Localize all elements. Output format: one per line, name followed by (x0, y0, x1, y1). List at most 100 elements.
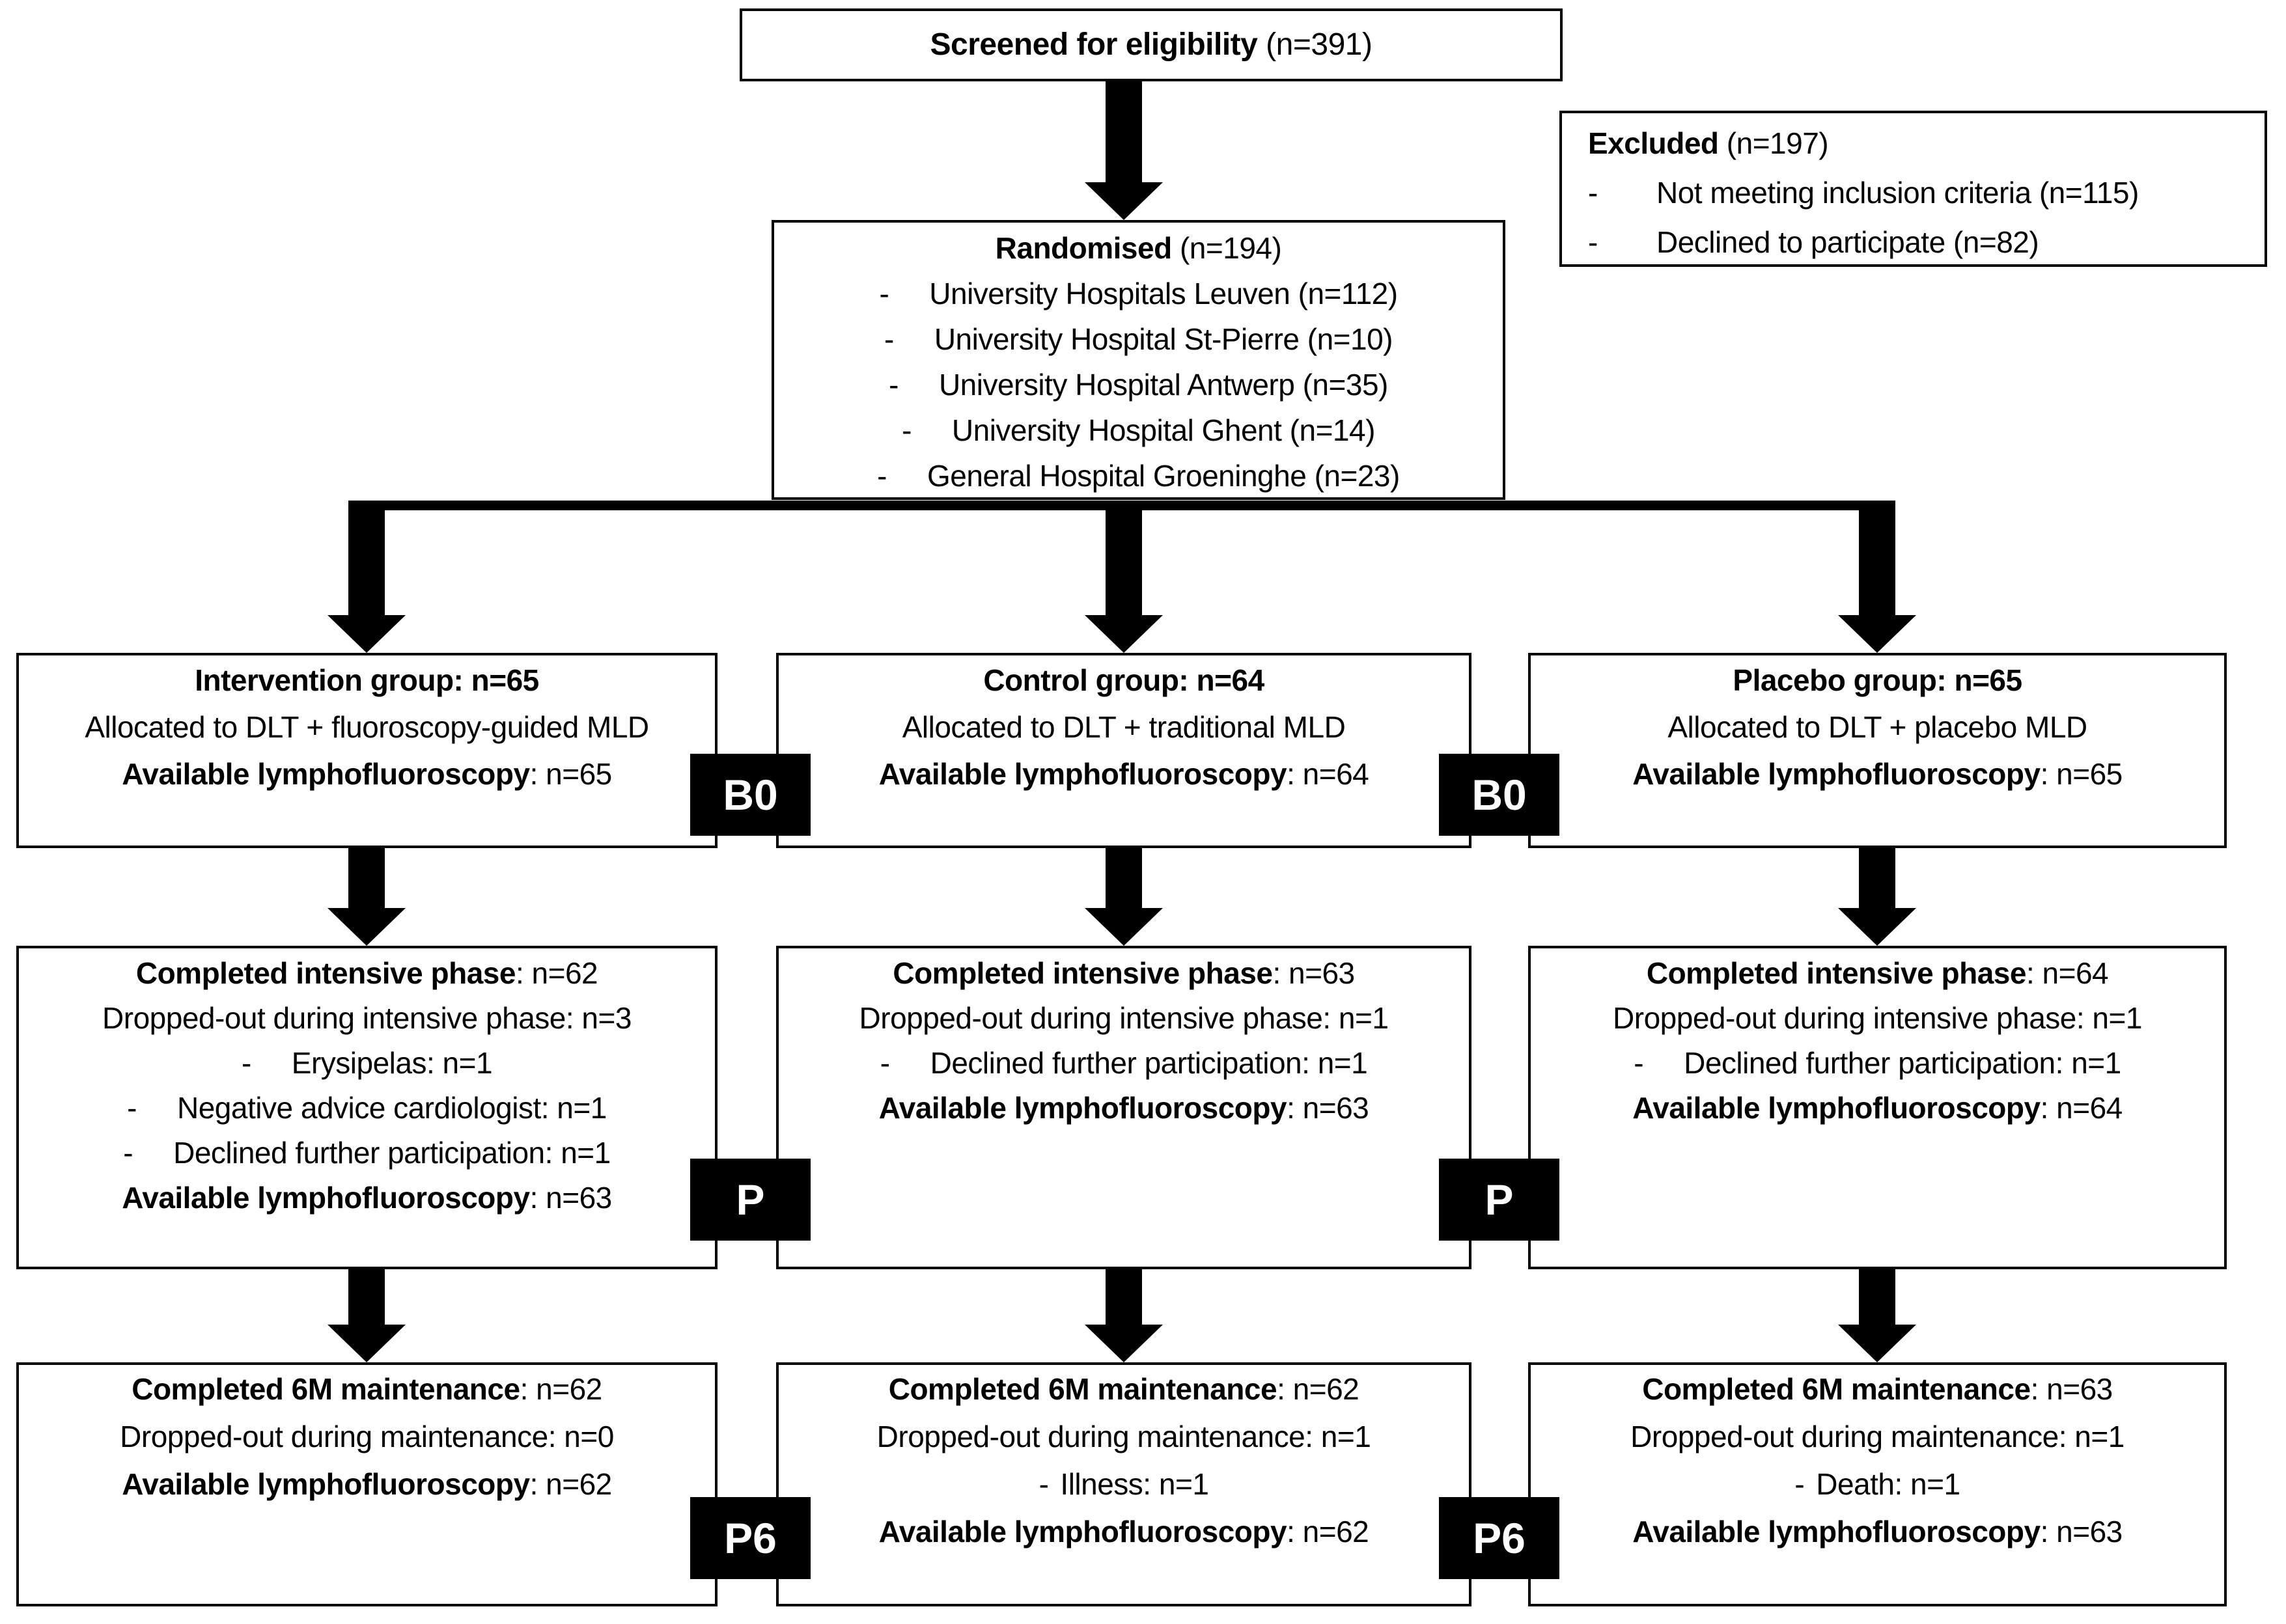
dash-icon: - (879, 277, 889, 310)
dropout-reason: - Declined further participation: n=1 (1531, 1041, 2224, 1086)
dash-icon: - (123, 1136, 133, 1170)
dash-icon: - (884, 322, 894, 356)
available-label: Available lymphofluoroscopy (878, 757, 1287, 791)
available-count: : n=63 (1287, 1091, 1369, 1125)
phase-title-bold: Completed 6M maintenance (132, 1372, 520, 1406)
phase-title: Completed intensive phase: n=62 (19, 951, 715, 996)
group-title: Control group: n=64 (983, 663, 1264, 697)
available-label: Available lymphofluoroscopy (1632, 757, 2041, 791)
phase-title-bold: Completed 6M maintenance (888, 1372, 1277, 1406)
randomised-title-count: (n=194) (1171, 231, 1282, 265)
arrow-intervention-to-intensive (328, 846, 406, 946)
dropped-line: Dropped-out during maintenance: n=1 (1630, 1420, 2125, 1453)
available-count: : n=63 (2040, 1515, 2123, 1548)
badge-p-left: P (690, 1159, 811, 1241)
dash-icon: - (1588, 225, 1598, 259)
excluded-item: -Not meeting inclusion criteria (n=115) (1588, 168, 2249, 217)
phase-title-count: : n=63 (2030, 1372, 2113, 1406)
phase-title-bold: Completed intensive phase (893, 956, 1273, 990)
screened-label-bold: Screened for eligibility (930, 27, 1258, 62)
dash-icon: - (1794, 1467, 1805, 1501)
available-label: Available lymphofluoroscopy (878, 1515, 1287, 1548)
available-line: Available lymphofluoroscopy: n=65 (19, 750, 715, 797)
phase-title-count: : n=62 (1277, 1372, 1359, 1406)
randomised-title-bold: Randomised (995, 231, 1173, 265)
available-count: : n=62 (529, 1467, 613, 1501)
dropout-reason: -Erysipelas: n=1 (19, 1041, 715, 1086)
reason-text: Negative advice cardiologist: n=1 (176, 1091, 607, 1125)
badge-p-right: P (1439, 1159, 1559, 1241)
available-count: : n=64 (1287, 757, 1369, 791)
arrow-placebo-to-maintenance (1838, 1267, 1916, 1362)
dash-icon: - (889, 368, 899, 402)
available-line: Available lymphofluoroscopy: n=64 (779, 750, 1469, 797)
control-maintenance-box: Completed 6M maintenance: n=62 Dropped-o… (776, 1362, 1471, 1606)
dash-icon: - (127, 1091, 137, 1125)
excluded-box: Excluded (n=197) -Not meeting inclusion … (1559, 111, 2267, 267)
phase-title: Completed intensive phase: n=63 (779, 951, 1469, 996)
dash-icon: - (902, 413, 912, 447)
intervention-maintenance-box: Completed 6M maintenance: n=62 Dropped-o… (16, 1362, 718, 1606)
phase-title-bold: Completed intensive phase (1646, 956, 2027, 990)
reason-text: Erysipelas: n=1 (291, 1046, 493, 1080)
control-intensive-box: Completed intensive phase: n=63 Dropped-… (776, 946, 1471, 1269)
randomised-site: - University Hospitals Leuven (n=112) (774, 271, 1503, 316)
group-title: Intervention group: n=65 (195, 663, 539, 697)
available-label: Available lymphofluoroscopy (122, 1181, 530, 1215)
site-text: University Hospitals Leuven (n=112) (929, 277, 1398, 310)
badge-b0-right: B0 (1439, 754, 1559, 836)
available-line: Available lymphofluoroscopy: n=62 (19, 1461, 715, 1508)
available-label: Available lymphofluoroscopy (122, 757, 530, 791)
badge-p6-right: P6 (1439, 1497, 1559, 1579)
arrow-control-to-intensive (1085, 846, 1163, 946)
reason-text: Illness: n=1 (1060, 1467, 1209, 1501)
screened-label-count: (n=391) (1257, 27, 1373, 62)
phase-title: Completed 6M maintenance: n=62 (779, 1366, 1469, 1413)
placebo-intensive-box: Completed intensive phase: n=64 Dropped-… (1528, 946, 2227, 1269)
site-text: University Hospital St-Pierre (n=10) (934, 322, 1393, 356)
screened-label: Screened for eligibility (n=391) (930, 22, 1373, 68)
excluded-item: - Declined to participate (n=82) (1588, 217, 2249, 267)
site-text: University Hospital Ghent (n=14) (951, 413, 1376, 447)
excluded-item-text: Declined to participate (n=82) (1656, 225, 2039, 259)
randomised-site: -General Hospital Groeninghe (n=23) (774, 453, 1503, 499)
site-text: University Hospital Antwerp (n=35) (938, 368, 1388, 402)
badge-b0-left: B0 (690, 754, 811, 836)
reason-text: Declined further participation: n=1 (930, 1046, 1368, 1080)
available-count: : n=64 (2040, 1091, 2123, 1125)
excluded-title-bold: Excluded (1588, 126, 1719, 160)
dash-icon: - (1634, 1046, 1644, 1080)
arrow-intervention-to-maintenance (328, 1267, 406, 1362)
dropped-line: Dropped-out during maintenance: n=1 (876, 1420, 1371, 1453)
reason-text: Declined further participation: n=1 (173, 1136, 611, 1170)
control-allocation-box: Control group: n=64 Allocated to DLT + t… (776, 653, 1471, 848)
phase-title-count: : n=63 (1272, 956, 1355, 990)
dropped-line: Dropped-out during maintenance: n=0 (120, 1420, 614, 1453)
dropout-reason: -Death: n=1 (1531, 1461, 2224, 1508)
dropped-line: Dropped-out during intensive phase: n=1 (1613, 1001, 2142, 1035)
randomised-box: Randomised (n=194) - University Hospitals… (772, 220, 1505, 500)
group-title: Placebo group: n=65 (1733, 663, 2022, 697)
arrow-placebo-to-intensive (1838, 846, 1916, 946)
phase-title: Completed 6M maintenance: n=62 (19, 1366, 715, 1413)
dash-icon: - (880, 1046, 890, 1080)
randomised-site: - University Hospital Ghent (n=14) (774, 407, 1503, 453)
dropped-line: Dropped-out during intensive phase: n=3 (102, 1001, 632, 1035)
randomised-title: Randomised (n=194) (774, 225, 1503, 271)
arrow-to-intervention-allocation (328, 502, 406, 653)
available-count: : n=62 (1287, 1515, 1369, 1548)
excluded-item-text: Not meeting inclusion criteria (n=115) (1656, 176, 2139, 210)
dropout-reason: - Declined further participation: n=1 (779, 1041, 1469, 1086)
randomised-site: - University Hospital St-Pierre (n=10) (774, 316, 1503, 362)
arrow-screened-to-randomised (1085, 80, 1163, 220)
arrow-to-control-allocation (1085, 502, 1163, 653)
phase-title: Completed 6M maintenance: n=63 (1531, 1366, 2224, 1413)
available-line: Available lymphofluoroscopy: n=63 (779, 1086, 1469, 1131)
available-line: Available lymphofluoroscopy: n=62 (779, 1508, 1469, 1556)
available-line: Available lymphofluoroscopy: n=63 (1531, 1508, 2224, 1556)
available-count: : n=63 (529, 1181, 613, 1215)
arrow-to-placebo-allocation (1838, 502, 1916, 653)
phase-title: Completed intensive phase: n=64 (1531, 951, 2224, 996)
reason-text: Declined further participation: n=1 (1684, 1046, 2121, 1080)
